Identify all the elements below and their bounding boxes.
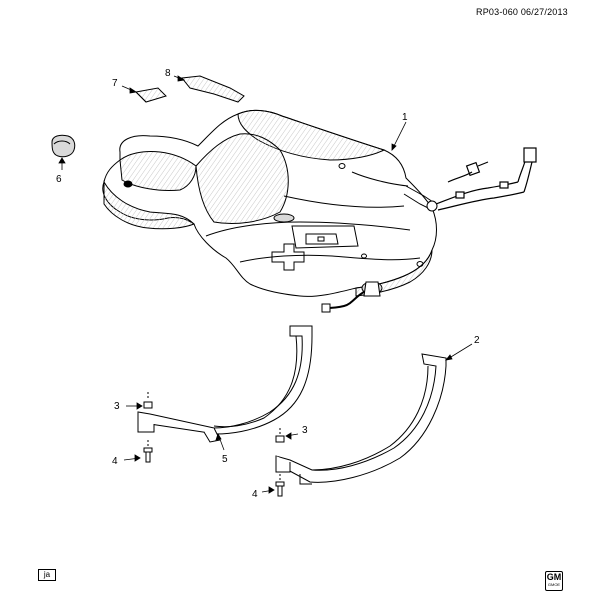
gm-logo-subtext: GMOE	[547, 582, 561, 587]
strap-left	[137, 325, 313, 443]
callout-6: 6	[56, 174, 62, 185]
fuel-line-harness	[435, 147, 537, 211]
callout-leaders	[58, 75, 473, 494]
callout-4-right: 4	[252, 489, 258, 500]
fuel-pump-connector	[321, 281, 383, 313]
pad-part-7	[134, 87, 167, 103]
diagram-reference: RP03-060 06/27/2013	[476, 7, 568, 17]
insulator-part-8	[181, 75, 245, 103]
callout-7: 7	[112, 78, 118, 89]
strap-right	[275, 353, 447, 485]
callout-1: 1	[402, 112, 408, 123]
callout-4-left: 4	[112, 456, 118, 467]
gm-logo-text: GM	[546, 572, 562, 582]
callout-3-right: 3	[302, 425, 308, 436]
callout-2: 2	[474, 335, 480, 346]
callout-5: 5	[222, 454, 228, 465]
callout-3-left: 3	[114, 401, 120, 412]
callout-8: 8	[165, 68, 171, 79]
reference-date: 06/27/2013	[520, 7, 568, 17]
reference-code: RP03-060	[476, 7, 519, 17]
artist-tag: ja	[38, 569, 56, 581]
gm-logo: GM GMOE	[545, 571, 563, 591]
callout-labels: 1 2 3 3 4 4 5 6 7 8	[56, 68, 480, 500]
plug-part-6	[51, 134, 76, 158]
strap-fasteners	[143, 392, 285, 497]
fuel-tank	[102, 109, 438, 297]
